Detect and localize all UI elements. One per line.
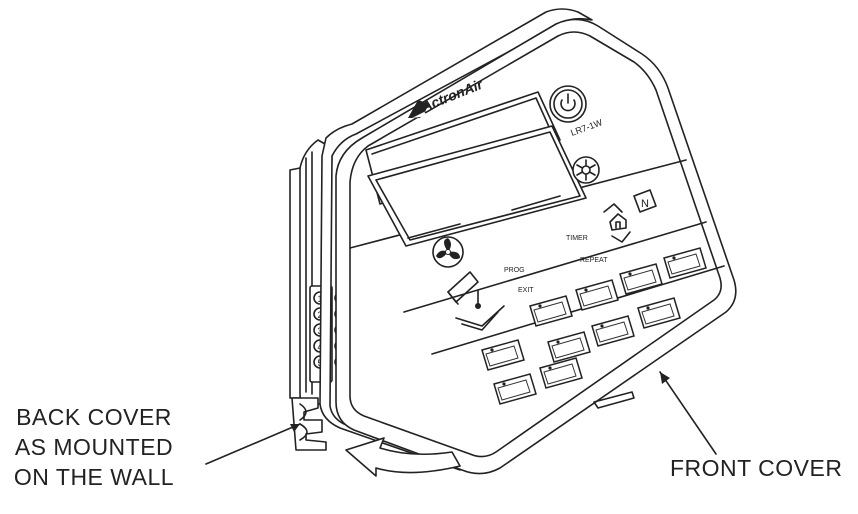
- thermometer-icon: [475, 289, 481, 309]
- exit-label: EXIT: [518, 287, 534, 294]
- keypad-button[interactable]: [663, 247, 707, 279]
- timer-label: TIMER: [566, 235, 588, 242]
- keypad-button[interactable]: [591, 315, 635, 347]
- rotation-arrow: [345, 437, 461, 477]
- snowflake-sun-icon: [576, 159, 596, 181]
- back-cover-callout-line-2: AS MOUNTED: [14, 434, 174, 460]
- keypad-button[interactable]: [493, 373, 537, 405]
- front-cover: ActronAir LR7-1W N: [319, 8, 737, 475]
- keypad-button[interactable]: [529, 295, 573, 327]
- nfc-icon: N: [633, 189, 657, 213]
- power-icon: [560, 99, 576, 112]
- keypad-button[interactable]: [481, 339, 525, 371]
- front-cover-leader: [659, 371, 717, 455]
- repeat-label: REPEAT: [580, 257, 608, 264]
- mode-button[interactable]: [572, 156, 600, 184]
- power-button[interactable]: [549, 85, 587, 123]
- svg-text:N: N: [641, 198, 649, 210]
- back-cover-callout: BACK COVER AS MOUNTED ON THE WALL: [4, 402, 184, 492]
- keypad-button[interactable]: [575, 279, 619, 311]
- keypad: [481, 247, 707, 405]
- prog-label: PROG: [504, 267, 525, 274]
- back-cover-callout-line-3: ON THE WALL: [13, 464, 175, 490]
- keypad-button[interactable]: [547, 331, 591, 363]
- temperature-control[interactable]: [447, 271, 505, 331]
- back-cover-leader: [205, 423, 301, 465]
- keypad-button[interactable]: [637, 297, 681, 329]
- up-chevron-icon: [603, 203, 623, 213]
- keypad-button[interactable]: [539, 357, 583, 389]
- back-cover-callout-line-1: BACK COVER: [16, 404, 172, 430]
- keypad-button[interactable]: [619, 263, 663, 295]
- down-chevron-icon: [611, 231, 631, 243]
- main-display: [367, 125, 587, 247]
- terminal-1: 1: [317, 294, 322, 304]
- home-icon: [609, 213, 627, 231]
- home-up-down-control[interactable]: [603, 203, 631, 243]
- fan-button[interactable]: [432, 236, 464, 268]
- fan-icon: [436, 238, 460, 260]
- front-cover-callout: FRONT COVER: [670, 455, 843, 481]
